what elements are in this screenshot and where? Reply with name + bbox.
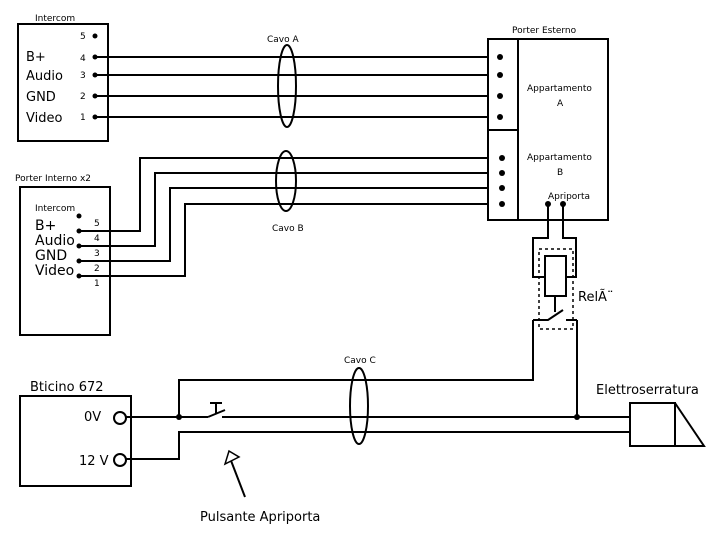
wire <box>126 431 630 460</box>
porter-interno-pin-3: 3 <box>94 249 100 259</box>
intercom-top-title: Intercom <box>35 14 75 24</box>
electric-lock: Elettroserratura <box>596 383 706 447</box>
terminal-0v-label: 0V <box>84 410 101 425</box>
terminal-dot <box>497 93 503 99</box>
porter-interno-pin-4: 4 <box>94 234 100 244</box>
terminal-0v <box>113 411 127 425</box>
button-contact <box>207 409 226 418</box>
power-supply: Bticino 672 0V 12 V <box>19 380 132 487</box>
wire <box>178 320 534 416</box>
lock-body <box>629 402 676 447</box>
appartamento-a-letter: A <box>557 99 564 109</box>
wire <box>79 157 500 232</box>
wire <box>532 204 549 278</box>
cable-a-label: Cavo A <box>267 35 299 45</box>
porter-esterno-title: Porter Esterno <box>512 26 577 36</box>
porter-interno-subtitle: Intercom <box>35 204 75 214</box>
terminal-dot <box>497 72 503 78</box>
intercom-top-label-bplus: B+ <box>26 50 46 65</box>
junction-dot <box>574 414 580 420</box>
intercom-top-pin-1: 1 <box>80 113 86 123</box>
porter-interno-pin-5: 5 <box>94 219 100 229</box>
appartamento-a-label: Appartamento <box>527 84 592 94</box>
porter-interno-pin-1: 1 <box>94 279 100 289</box>
cable-a-wires <box>95 56 500 118</box>
appartamento-b-letter: B <box>557 168 563 178</box>
terminal-12v <box>113 453 127 467</box>
arrow-shaft <box>229 457 246 498</box>
intercom-top-pin-4: 4 <box>80 54 86 64</box>
push-button <box>207 402 226 418</box>
junction-dot <box>176 414 182 420</box>
relay-label: RelÃ¨ <box>578 289 613 305</box>
cable-b-marker <box>275 150 297 212</box>
wire <box>79 203 500 277</box>
porter-interno-label-video: Video <box>35 263 74 279</box>
button-label: Pulsante Apriporta <box>200 510 320 525</box>
terminal-dot <box>499 170 505 176</box>
cable-b-label: Cavo B <box>272 224 304 234</box>
terminal-dot <box>499 185 505 191</box>
cable-c-marker <box>349 367 369 445</box>
intercom-top-label-video: Video <box>26 111 62 126</box>
relay: RelÃ¨ <box>532 204 613 330</box>
arrow-head-icon <box>223 449 241 466</box>
apriporta-label: Apriporta <box>548 192 590 202</box>
porter-interno: Porter Interno x2 Intercom B+ Audio GND … <box>15 174 111 336</box>
porter-interno-label-gnd: GND <box>35 248 67 264</box>
power-supply-box <box>19 395 132 487</box>
terminal-dot <box>497 114 503 120</box>
terminal-dot <box>499 201 505 207</box>
terminal-12v-label: 12 V <box>79 454 109 469</box>
intercom-top-pin-2: 2 <box>80 92 86 102</box>
terminal-dot <box>92 33 98 39</box>
intercom-top: Intercom B+ Audio GND Video 5 4 3 2 1 <box>17 14 109 142</box>
appartamento-b-label: Appartamento <box>527 153 592 163</box>
button-pointer: Pulsante Apriporta <box>200 449 320 525</box>
wire <box>79 172 500 247</box>
intercom-top-pin-3: 3 <box>80 71 86 81</box>
terminal-dot <box>497 54 503 60</box>
porter-esterno: Porter Esterno Appartamento A Appartamen… <box>487 26 609 221</box>
wire <box>79 187 500 262</box>
intercom-top-label-gnd: GND <box>26 90 56 105</box>
power-supply-title: Bticino 672 <box>30 380 104 395</box>
relay-contact <box>533 309 564 321</box>
lock-latch <box>674 402 706 447</box>
cable-a-marker <box>277 44 297 128</box>
porter-interno-label-audio: Audio <box>35 233 75 249</box>
relay-coil <box>544 255 567 297</box>
intercom-top-label-audio: Audio <box>26 69 63 84</box>
terminal-dot <box>76 213 82 219</box>
porter-interno-label-bplus: B+ <box>35 218 56 234</box>
intercom-top-pin-5: 5 <box>80 32 86 42</box>
cable-c-label: Cavo C <box>344 356 376 366</box>
relay-enclosure <box>538 248 574 330</box>
intercom-top-box <box>17 23 109 142</box>
cable-b-wires <box>79 157 500 277</box>
lock-label: Elettroserratura <box>596 383 699 398</box>
terminal-dot <box>499 155 505 161</box>
porter-interno-pin-2: 2 <box>94 264 100 274</box>
porter-interno-title: Porter Interno x2 <box>15 174 91 184</box>
